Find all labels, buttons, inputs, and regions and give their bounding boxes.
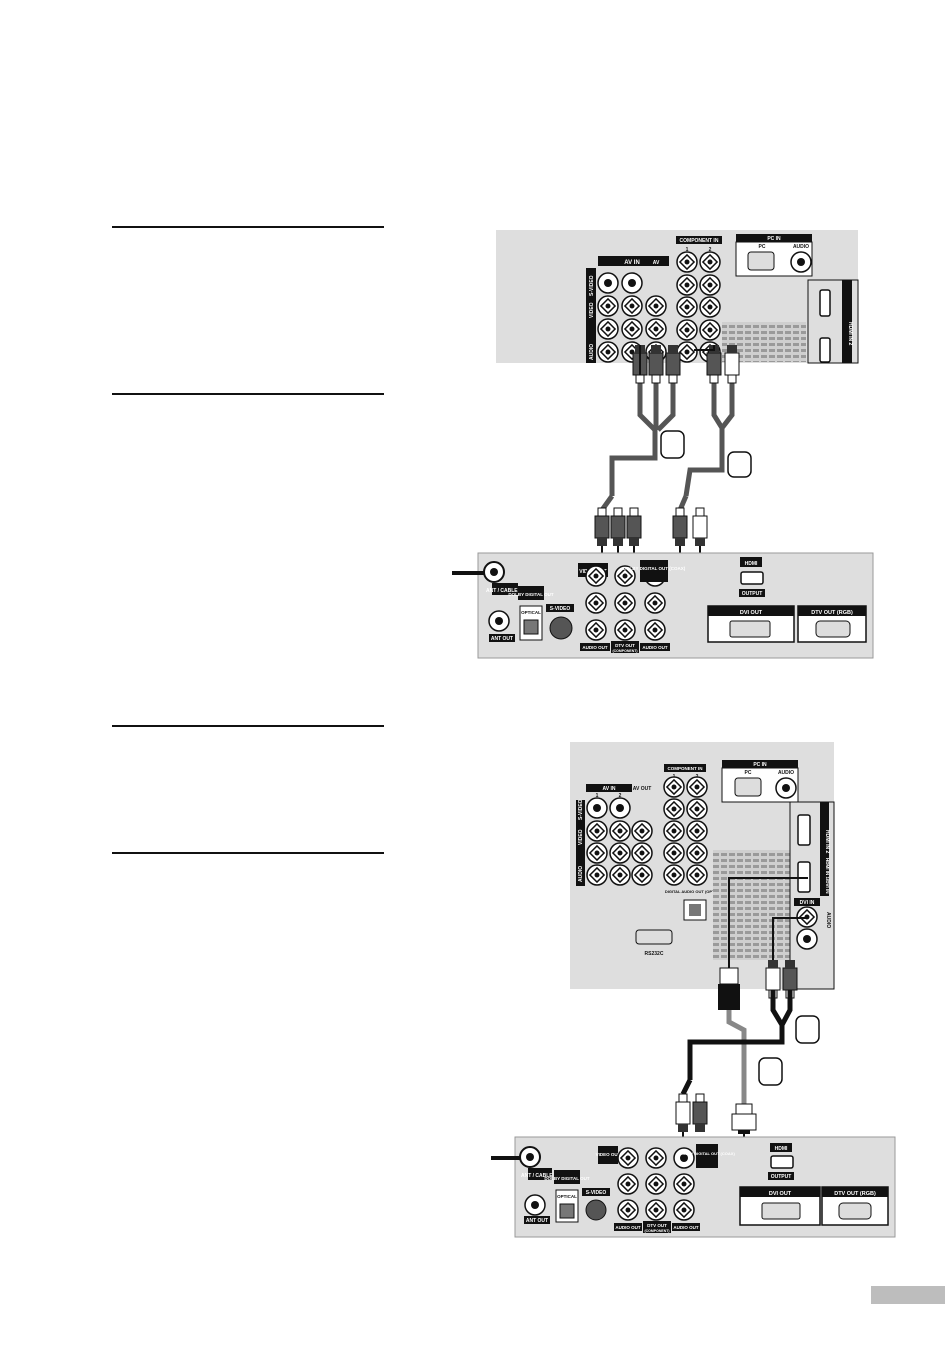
bottom-audio-side-label: AUDIO <box>578 866 584 882</box>
top-component-label: (COMPONENT) <box>612 649 637 653</box>
bottom-source-panel: ANT / CABLE IN ANT OUT DOLBY DIGITAL OUT… <box>491 1136 896 1238</box>
bottom-av-ch1: 1 <box>596 793 599 799</box>
top-dvi-out-label: DVI OUT <box>740 610 763 616</box>
top-dtv-out-label: DTV OUT <box>615 643 635 648</box>
top-audio-out-label-2: AUDIO OUT <box>642 645 668 650</box>
top-optical-label: OPTICAL <box>521 610 541 615</box>
bottom-dvi-out-label: DVI OUT <box>769 1191 792 1197</box>
top-audio-side-label: AUDIO <box>589 344 595 360</box>
top-component-in-label: COMPONENT IN <box>680 238 719 244</box>
bottom-rs232c-label: RS232C <box>645 951 664 957</box>
bottom-dvi-in-label: DVI IN <box>800 900 815 906</box>
bottom-callout-box-2 <box>758 1057 783 1086</box>
top-audio-out-label-1: AUDIO OUT <box>582 645 608 650</box>
bottom-dtv-out-label: DTV OUT <box>647 1223 667 1228</box>
bottom-audio-out-label-2: AUDIO OUT <box>673 1225 699 1230</box>
top-hdmi-in2-label: HDMI IN 2 <box>847 322 853 346</box>
bottom-component-label: (COMPONENT) <box>644 1229 669 1233</box>
top-comp-ch2: 2 <box>709 247 712 253</box>
bottom-dtv-out-rgb-label: DTV OUT (RGB) <box>834 1191 876 1197</box>
top-pc-in-label: PC IN <box>767 236 781 242</box>
bottom-audio-out-label-1: AUDIO OUT <box>615 1225 641 1230</box>
bottom-dolby-coax-label: DOLBY DIGITAL OUT (COAX) <box>679 1151 735 1156</box>
top-tv-panel: AV IN AV VIDEO S-VIDEO AUDIO COMPONENT I… <box>496 230 859 364</box>
bottom-av-in-label: AV IN <box>603 786 616 792</box>
bottom-dolby-out-label: DOLBY DIGITAL OUT <box>544 1176 590 1181</box>
top-ant-cable-in-label: ANT / CABLE IN <box>486 588 524 594</box>
bottom-hdmi-in1-label: HDMI IN 1/DVI IN <box>825 858 830 894</box>
top-video-side-label: VIDEO <box>589 302 595 318</box>
bottom-pc-audio-label: AUDIO <box>778 770 794 776</box>
top-dolby-coax-label: DOLBY DIGITAL OUT (COAX) <box>623 566 686 571</box>
top-dolby-out-label: DOLBY DIGITAL OUT <box>508 592 554 597</box>
bottom-ant-cable-in-label: ANT / CABLE IN <box>521 1173 559 1179</box>
page-number-tab <box>871 1286 945 1304</box>
bottom-pc-label: PC <box>745 770 752 776</box>
section-rule-1 <box>112 226 384 228</box>
bottom-svideo-side-label: S-VIDEO <box>578 799 584 820</box>
bottom-dvi-audio-label: AUDIO <box>825 912 831 928</box>
top-comp-ch1: 1 <box>686 247 689 253</box>
bottom-hdmi-output-label: OUTPUT <box>771 1174 792 1180</box>
top-av-out-label: AV <box>653 260 660 266</box>
top-source-panel: ANT / CABLE IN ANT OUT DOLBY DIGITAL OUT… <box>452 552 874 659</box>
bottom-tv-panel: AV IN 1 2 AV OUT S-VIDEO VIDEO AUDIO COM… <box>570 742 835 990</box>
bottom-component-in-label: COMPONENT IN <box>667 766 702 771</box>
top-ant-out-label: ANT OUT <box>491 636 513 642</box>
bottom-video-out-label: VIDEO OUT <box>596 1152 621 1157</box>
bottom-hdmi-label: HDMI <box>775 1146 788 1152</box>
top-hdmi-output-label: OUTPUT <box>742 591 763 597</box>
section-rule-3 <box>112 725 384 727</box>
bottom-ant-out-label: ANT OUT <box>526 1218 548 1224</box>
top-pc-label: PC <box>759 244 766 250</box>
bottom-optical-label: OPTICAL <box>557 1194 577 1199</box>
bottom-digital-audio-out-label: DIGITAL AUDIO OUT (OPTICAL) <box>665 889 726 894</box>
top-pc-audio-label: AUDIO <box>793 244 809 250</box>
bottom-av-ch2: 2 <box>619 793 622 799</box>
top-callout-box-1 <box>660 430 685 459</box>
top-dtv-out-rgb-label: DTV OUT (RGB) <box>811 610 853 616</box>
bottom-av-out-label: AV OUT <box>633 786 652 792</box>
top-callout-box-2 <box>727 451 752 478</box>
bottom-svideo-label: S-VIDEO <box>586 1190 607 1196</box>
top-svideo-label: S-VIDEO <box>550 606 571 612</box>
top-hdmi-label: HDMI <box>745 561 758 567</box>
bottom-pc-in-label: PC IN <box>753 762 767 768</box>
top-svideo-side-label: S-VIDEO <box>589 275 595 296</box>
bottom-video-side-label: VIDEO <box>578 829 584 845</box>
section-rule-2 <box>112 393 384 395</box>
bottom-hdmi-in2-label: HDMI IN 2 <box>824 830 830 854</box>
bottom-callout-box-1 <box>795 1015 820 1044</box>
top-av-in-label: AV IN <box>624 260 640 266</box>
section-rule-4 <box>112 852 384 854</box>
